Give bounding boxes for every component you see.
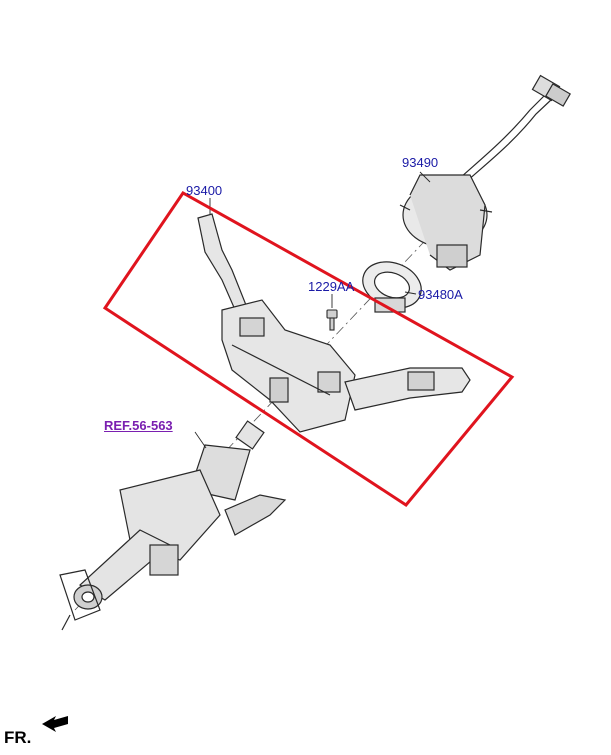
multifunction-switch-part	[197, 213, 471, 433]
label-93480A: 93480A	[418, 287, 463, 302]
arrow-left-icon	[42, 716, 68, 732]
label-93400: 93400	[186, 183, 223, 198]
label-1229AA: 1229AA	[308, 279, 355, 294]
leader-lines	[194, 171, 431, 449]
highlight-box	[102, 191, 515, 507]
label-front: FR.	[4, 728, 32, 747]
ring-part	[362, 261, 422, 313]
steering-column-part	[59, 420, 287, 631]
label-93490: 93490	[402, 155, 439, 170]
label-reference: REF.56-563	[104, 418, 173, 433]
bolt-part	[326, 309, 338, 331]
clock-spring-part	[399, 74, 571, 271]
